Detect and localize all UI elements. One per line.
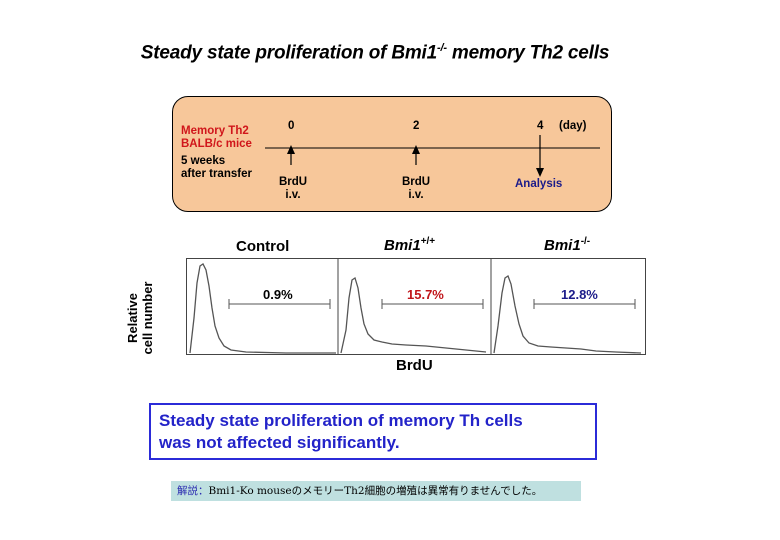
- histogram-curve-ko: [493, 275, 642, 354]
- arrow-up-day2: [412, 145, 420, 165]
- conclusion-box: Steady state proliferation of memory Th …: [149, 403, 597, 460]
- gate-ko: [533, 299, 636, 309]
- panel-title-wt: Bmi1+/+: [384, 236, 436, 254]
- timeline-panel: [172, 96, 612, 212]
- tick-day0: 0: [288, 120, 295, 132]
- x-axis-label: BrdU: [396, 357, 433, 374]
- tick-day2: 2: [413, 120, 420, 132]
- histogram-panels: [186, 258, 646, 355]
- arrow-down-day4: [536, 135, 544, 177]
- event-analysis: Analysis: [515, 178, 563, 190]
- panel-title-ko: Bmi1-/-: [544, 236, 591, 254]
- percent-ko: 12.8%: [561, 287, 598, 302]
- percent-control: 0.9%: [263, 287, 293, 302]
- gate-control: [228, 299, 331, 309]
- percent-wt: 15.7%: [407, 287, 444, 302]
- histogram-curve-wt: [340, 276, 487, 354]
- tick-day4: 4: [537, 120, 544, 132]
- event-brdu-day0: BrdU i.v.: [278, 176, 308, 201]
- gate-wt: [381, 299, 484, 309]
- event-brdu-day2: BrdU i.v.: [401, 176, 431, 201]
- histogram-frame: [186, 258, 646, 355]
- commentary-note: 解説：Bmi1-Ko mouseのメモリーTh2細胞の増殖は異常有りませんでした…: [171, 481, 581, 501]
- tick-unit: (day): [559, 120, 587, 132]
- timeline-label-black: 5 weeks after transfer: [181, 155, 252, 180]
- y-axis-label: Relative cell number: [125, 281, 155, 355]
- histogram-curve-control: [189, 263, 336, 354]
- slide-title: Steady state proliferation of Bmi1-/- me…: [140, 42, 610, 64]
- arrow-up-day0: [287, 145, 295, 165]
- timeline-label-red: Memory Th2 BALB/c mice: [181, 125, 252, 150]
- panel-title-control: Control: [236, 238, 290, 255]
